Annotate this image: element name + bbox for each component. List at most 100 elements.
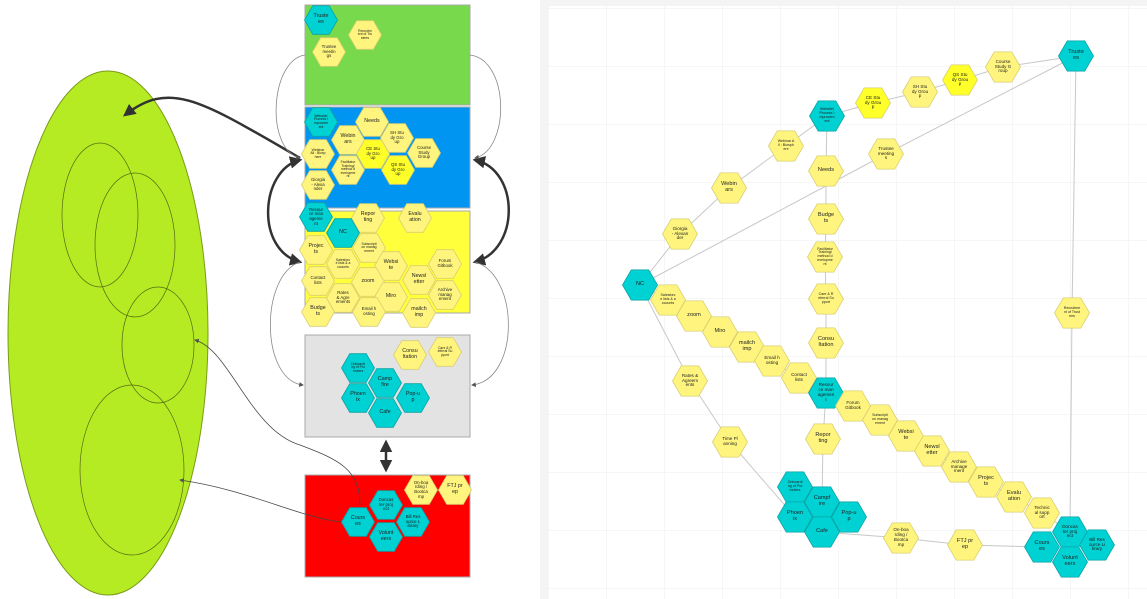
hex-rates[interactable]: Rates & Agreements	[672, 365, 708, 397]
arrow-blue-yellow-right	[472, 156, 510, 266]
hex-timeplan[interactable]: Time Planning	[712, 426, 748, 458]
hex-volunteers[interactable]: Volunteers	[369, 522, 403, 552]
hex-recruit[interactable]: Recruitment of Trustees	[1054, 297, 1090, 329]
hex-facil[interactable]: Facilitator Training/ method development	[807, 241, 843, 273]
hex-course[interactable]: Course Study Group	[407, 138, 441, 168]
hex-archive[interactable]: Archive management	[941, 451, 977, 483]
hex-mailchimp[interactable]: mailchimp	[402, 298, 436, 328]
hex-weball[interactable]: Webinar All : Biosphere	[768, 130, 804, 162]
hex-weball[interactable]: Webinar All : Biosphere	[301, 139, 335, 169]
hex-onbboot[interactable]: On-boarding / Bootcamp	[404, 475, 438, 505]
hex-shape	[301, 139, 335, 169]
hex-shape	[398, 203, 432, 233]
hex-trustees[interactable]: Trustees	[1058, 40, 1094, 72]
hex-miro[interactable]: Miro	[702, 316, 738, 348]
hex-onbboot[interactable]: On-boarding / Bootcamp	[883, 522, 919, 554]
hex-giorgia[interactable]: Giorgia - Alexander	[301, 170, 335, 200]
hex-subs[interactable]: Subscription management	[862, 404, 898, 436]
hex-newsletter[interactable]: Newsletter	[914, 435, 950, 467]
hex-projects[interactable]: Projects	[968, 466, 1004, 498]
hex-giorgia[interactable]: Giorgia - Alexander	[662, 218, 698, 250]
hex-ce[interactable]: CE Study Group	[356, 139, 390, 169]
hex-campfire[interactable]: Campfire	[804, 486, 840, 518]
hex-archive[interactable]: Archive management	[428, 280, 462, 310]
hex-email[interactable]: Email hosting	[754, 345, 790, 377]
hex-contact[interactable]: Contact lists	[781, 362, 817, 394]
hex-recruit[interactable]: Recruitment of Trustees	[348, 20, 382, 50]
hex-trustees[interactable]: Trustees	[304, 5, 338, 35]
hex-cafe[interactable]: Cafe	[804, 516, 840, 548]
hex-zoom[interactable]: zoom	[676, 300, 712, 332]
hex-cafe[interactable]: Cafe	[368, 398, 402, 428]
hex-onbprom[interactable]: Onboarding of Promoters	[341, 353, 375, 383]
hex-care[interactable]: Care & Referral Support	[808, 283, 844, 315]
hex-subs[interactable]: Subscription management	[352, 233, 386, 263]
hex-nc[interactable]: NC	[622, 269, 658, 301]
hex-label: Pop-up	[841, 510, 857, 522]
hex-forum[interactable]: Forum Gitbook	[428, 249, 462, 279]
hex-label: mailchimp	[738, 340, 756, 352]
hex-nc[interactable]: NC	[326, 218, 360, 248]
hex-projects[interactable]: Projects	[299, 235, 333, 265]
hex-label: Website/ Process Improvement	[819, 107, 835, 123]
hex-ftj[interactable]: FTJ prep	[947, 529, 983, 561]
hex-sh[interactable]: SH Study Group	[380, 123, 414, 153]
hex-techsup[interactable]: Technical support	[1024, 497, 1060, 529]
hex-needs[interactable]: Needs	[355, 107, 389, 137]
hex-evaluation[interactable]: Evaluation	[996, 481, 1032, 513]
hex-tmeet[interactable]: Trustee meetings	[312, 37, 346, 67]
hex-bill[interactable]: Bill Resource Library	[396, 507, 430, 537]
hex-budgets[interactable]: Budgets	[301, 297, 335, 327]
hex-course[interactable]: Course Study Group	[985, 51, 1021, 83]
hex-popup[interactable]: Pop-up	[831, 501, 867, 533]
hex-consult[interactable]: Consultation	[808, 327, 844, 359]
hex-shape	[804, 516, 840, 548]
hex-care[interactable]: Care & Referral Support	[428, 337, 462, 367]
hex-label: Campfire	[813, 495, 831, 507]
hex-label: Course Study Group	[994, 58, 1012, 74]
hex-reporting[interactable]: Reporting	[351, 203, 385, 233]
hex-campfire[interactable]: Campfire	[368, 368, 402, 398]
hex-budgets[interactable]: Budgets	[808, 203, 844, 235]
hex-evaluation[interactable]: Evaluation	[398, 203, 432, 233]
hex-contact[interactable]: Contact lists	[301, 266, 335, 296]
hex-label: On-boarding / Bootcamp	[893, 527, 909, 547]
hex-sflists[interactable]: Salesforce lists & accounts	[326, 249, 360, 279]
hex-sh[interactable]: SH Study Group	[902, 76, 938, 108]
hex-phoenix[interactable]: Phoenix	[777, 501, 813, 533]
hex-shape	[299, 235, 333, 265]
hex-popup[interactable]: Pop-up	[396, 383, 430, 413]
hex-zoom[interactable]: zoom	[351, 267, 385, 297]
hex-ftj[interactable]: FTJ prep	[438, 475, 472, 505]
hex-shape	[304, 107, 338, 137]
hex-onbprom[interactable]: Onboarding of Promoters	[777, 471, 813, 503]
hex-shape	[404, 475, 438, 505]
hex-needs[interactable]: Needs	[808, 155, 844, 187]
hex-tmeet[interactable]: Trustee meetings	[868, 138, 904, 170]
hex-label: Doncaster project	[1062, 523, 1078, 539]
hex-consult[interactable]: Consultation	[393, 340, 427, 370]
hex-label: Contact lists	[310, 275, 326, 285]
hex-webinars[interactable]: Webinars	[711, 172, 747, 204]
hex-newsletter[interactable]: Newsletter	[402, 265, 436, 295]
hex-shape	[341, 383, 375, 413]
hex-facil[interactable]: Facilitator Training/ method development	[331, 155, 365, 185]
hex-reporting[interactable]: Reporting	[805, 423, 841, 455]
hex-bill[interactable]: Bill Resource Library	[1079, 529, 1115, 561]
hex-doncaster[interactable]: Doncaster project	[369, 490, 403, 520]
hex-courses[interactable]: Courses	[341, 507, 375, 537]
hex-qs[interactable]: QS Study Group	[381, 155, 415, 185]
hex-resmgmt[interactable]: Resource management	[299, 202, 333, 232]
hex-courses[interactable]: Courses	[1024, 531, 1060, 563]
hex-volunteers[interactable]: Volunteers	[1052, 546, 1088, 578]
hex-label: NC	[339, 229, 347, 236]
hex-ce[interactable]: CE Study Group	[855, 87, 891, 119]
hex-webproc[interactable]: Website/ Process Improvement	[809, 100, 845, 132]
hex-email[interactable]: Email hosting	[352, 297, 386, 327]
hex-shape	[352, 297, 386, 327]
hex-qs[interactable]: QS Study Group	[942, 64, 978, 96]
hex-phoenix[interactable]: Phoenix	[341, 383, 375, 413]
hex-sflists[interactable]: Salesforce lists & accounts	[650, 284, 686, 316]
hex-shape	[862, 404, 898, 436]
hex-webproc[interactable]: Website/ Process Improvement	[304, 107, 338, 137]
